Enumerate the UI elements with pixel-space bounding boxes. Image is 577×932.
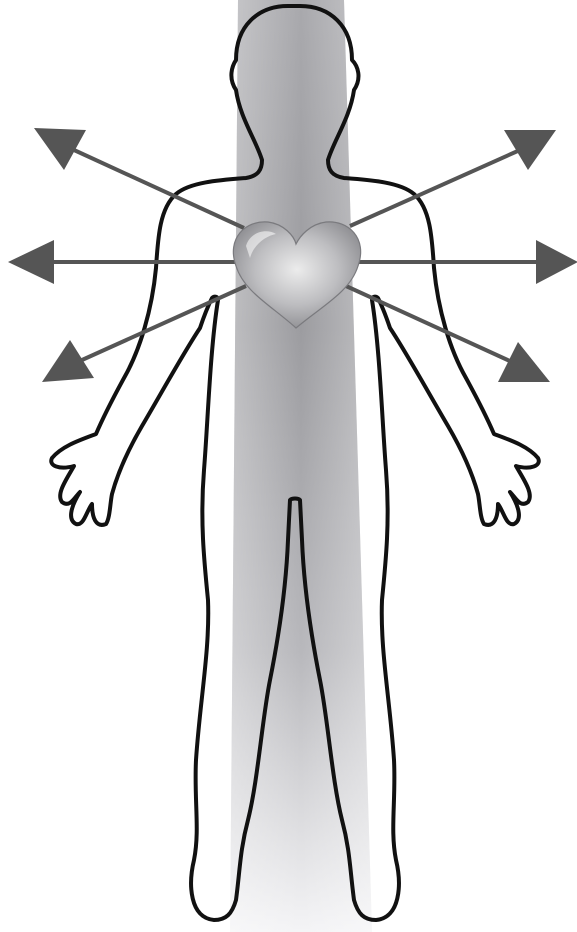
arrow-head-icon xyxy=(504,130,556,170)
arrow-head-icon xyxy=(8,240,54,284)
arrow-right xyxy=(356,240,577,284)
light-column xyxy=(230,0,372,932)
arrow-left xyxy=(8,240,240,284)
arrow-upper-right xyxy=(350,130,556,226)
arrow-head-icon xyxy=(42,340,94,382)
arrow-head-icon xyxy=(34,128,86,170)
arrow-shaft xyxy=(346,286,512,362)
arrow-shaft xyxy=(82,286,246,360)
arrow-upper-left xyxy=(34,128,244,228)
light-column-sheen xyxy=(230,0,372,932)
arrow-shaft xyxy=(74,150,244,228)
arrow-head-icon xyxy=(536,240,577,284)
arrow-shaft xyxy=(350,150,520,226)
arrow-head-icon xyxy=(498,342,550,382)
